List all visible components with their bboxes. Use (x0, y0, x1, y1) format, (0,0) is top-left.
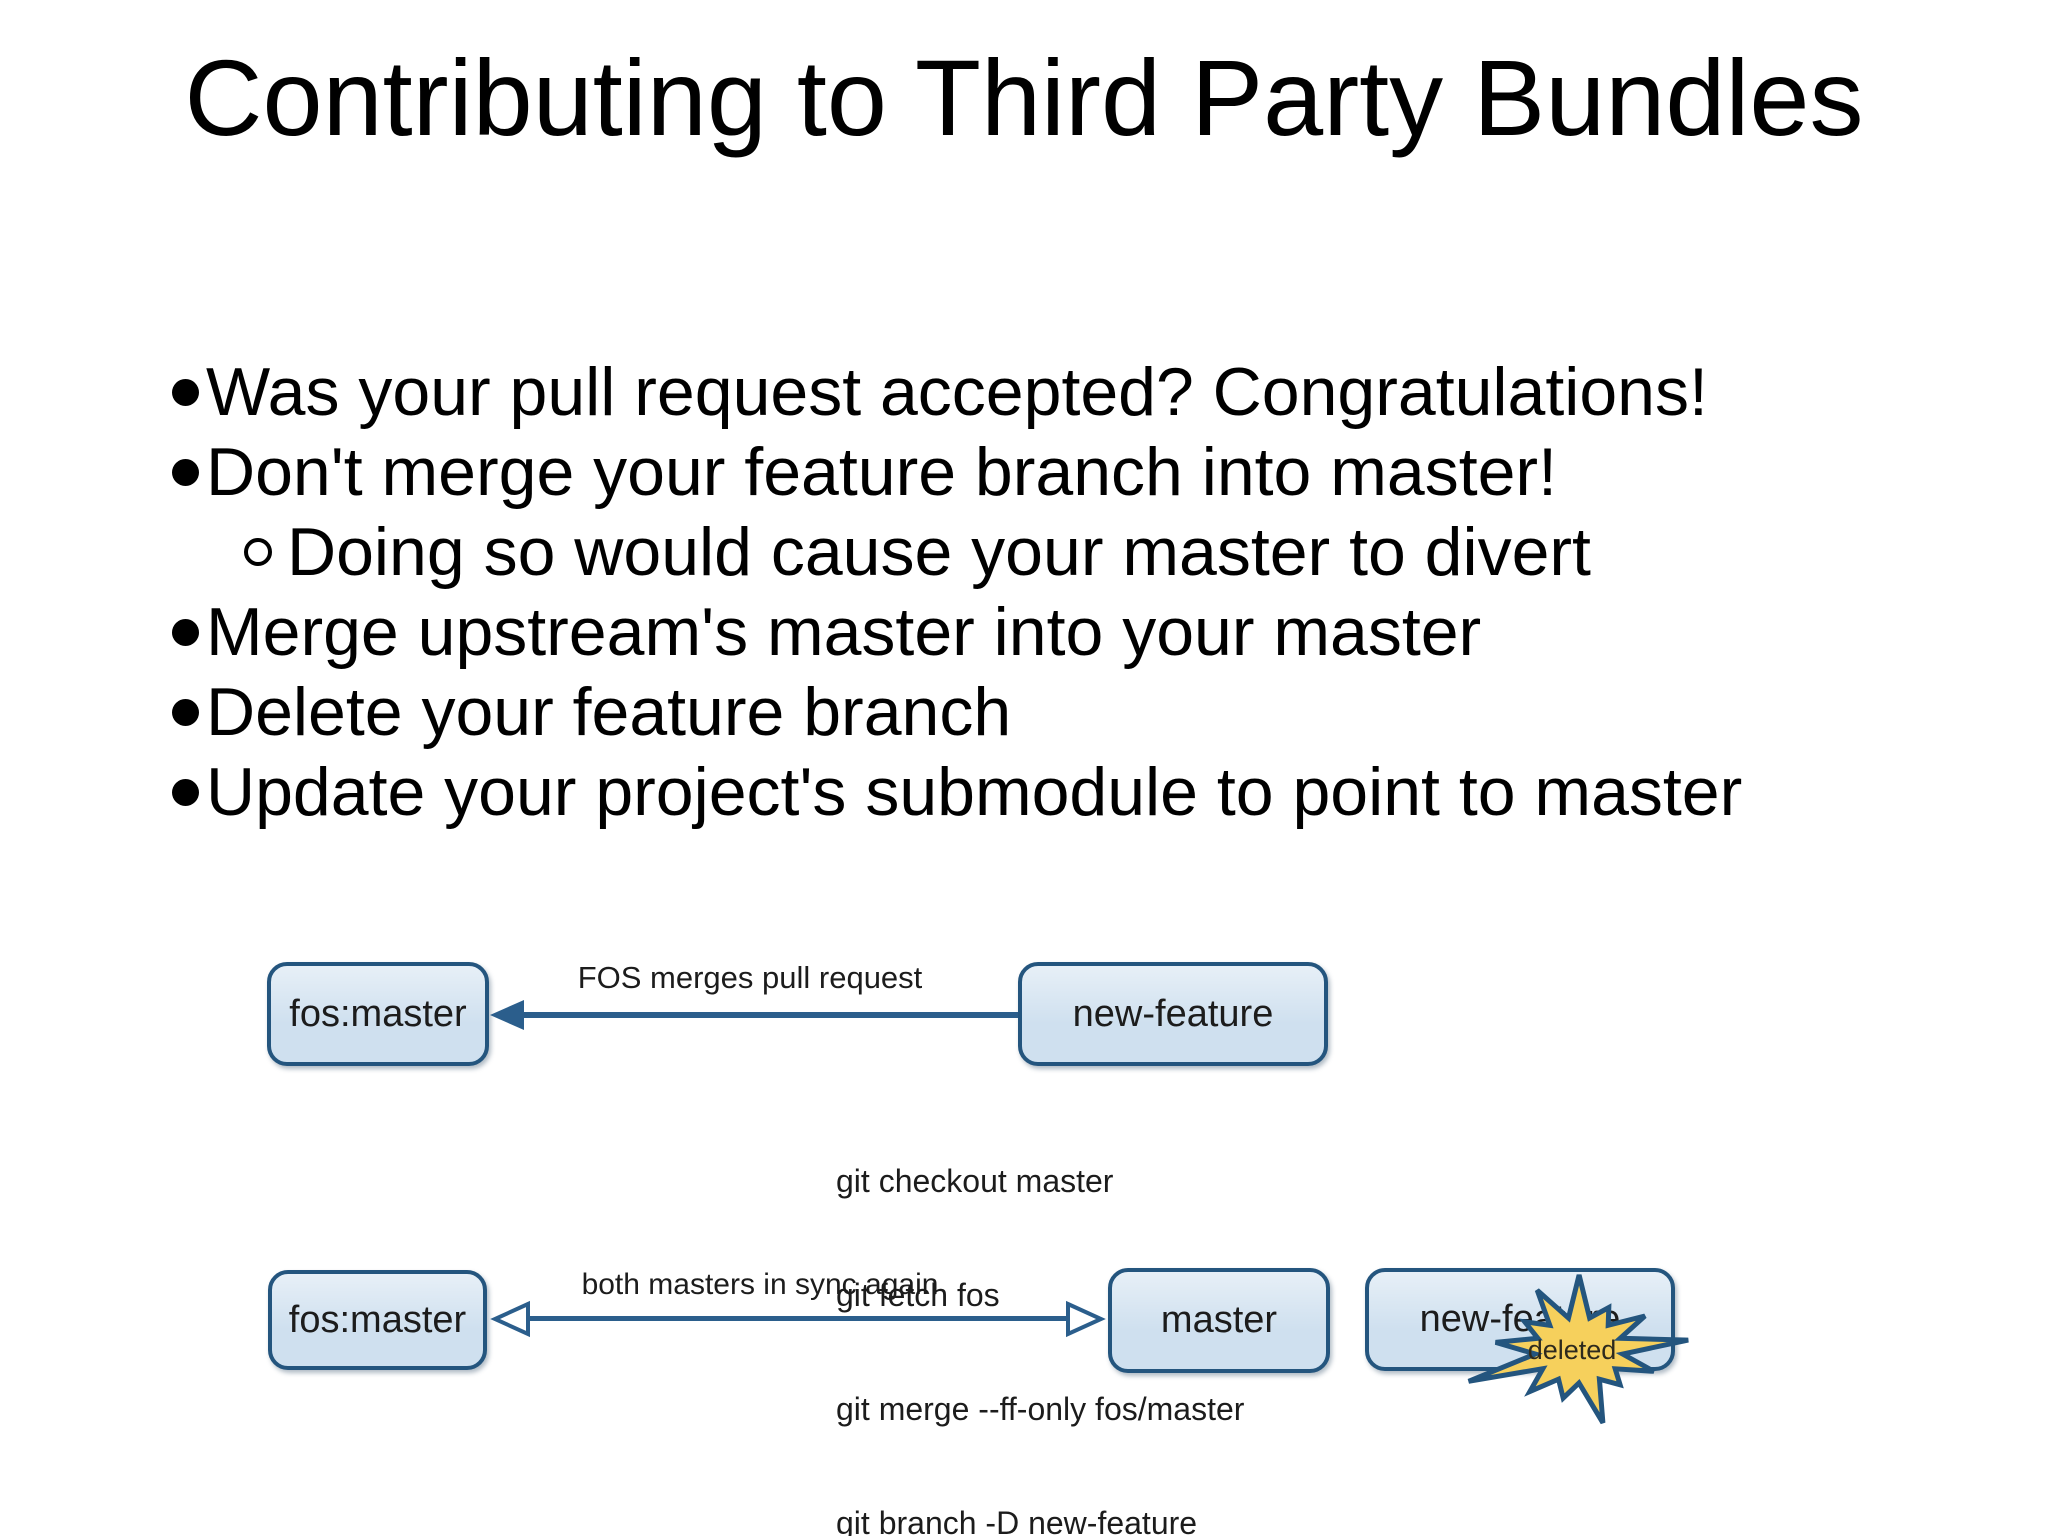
node-fos-master-top: fos:master (267, 962, 489, 1066)
bullet-text: Was your pull request accepted? Congratu… (206, 354, 1708, 430)
git-commands: git checkout master git fetch fos git me… (836, 1086, 1244, 1536)
bullet-item: Update your project's submodule to point… (0, 752, 2048, 832)
node-label: master (1160, 1299, 1278, 1341)
bullet-item: Was your pull request accepted? Congratu… (0, 352, 2048, 432)
bullet-subitem: Doing so would cause your master to dive… (0, 512, 2048, 592)
git-command: git fetch fos (836, 1277, 1000, 1313)
deleted-burst-icon (1467, 1274, 1689, 1425)
git-command: git checkout master (836, 1163, 1114, 1199)
arrow-open-left-icon (490, 1300, 530, 1338)
bullet-item: Merge upstream's master into your master (0, 592, 2048, 672)
bullet-text: Delete your feature branch (206, 674, 1012, 750)
arrow-line (520, 1012, 1018, 1018)
bullet-dot-icon (172, 778, 199, 806)
node-label: fos:master (288, 1298, 467, 1341)
arrow-label-merge: FOS merges pull request (577, 960, 923, 995)
bullet-circle-icon (244, 538, 272, 566)
git-command: git branch -D new-feature (836, 1505, 1198, 1536)
bullet-dot-icon (172, 698, 199, 726)
arrow-open-right-icon (1066, 1300, 1106, 1338)
arrow-left-icon (490, 1000, 524, 1030)
node-new-feature-top: new-feature (1018, 962, 1328, 1066)
node-label: fos:master (289, 992, 467, 1035)
bullet-text: Update your project's submodule to point… (206, 754, 1743, 830)
node-label: new-feature (1072, 992, 1274, 1035)
node-fos-master-bottom: fos:master (268, 1270, 487, 1370)
bullet-item: Delete your feature branch (0, 672, 2048, 752)
bullet-dot-icon (172, 378, 199, 406)
bullet-text: Don't merge your feature branch into mas… (206, 434, 1557, 510)
arrow-label-sync: both masters in sync again (581, 1268, 939, 1301)
deleted-label: deleted (1527, 1335, 1617, 1365)
arrow-line (516, 1316, 1072, 1321)
bullet-dot-icon (172, 618, 199, 646)
slide-title: Contributing to Third Party Bundles (184, 37, 1864, 158)
bullet-dot-icon (172, 458, 199, 486)
bullet-text: Doing so would cause your master to dive… (287, 514, 1591, 590)
node-master-bottom: master (1108, 1268, 1330, 1373)
bullet-list: Was your pull request accepted? Congratu… (0, 352, 2048, 832)
bullet-item: Don't merge your feature branch into mas… (0, 432, 2048, 512)
git-command: git merge --ff-only fos/master (836, 1391, 1245, 1427)
bullet-text: Merge upstream's master into your master (206, 594, 1482, 670)
